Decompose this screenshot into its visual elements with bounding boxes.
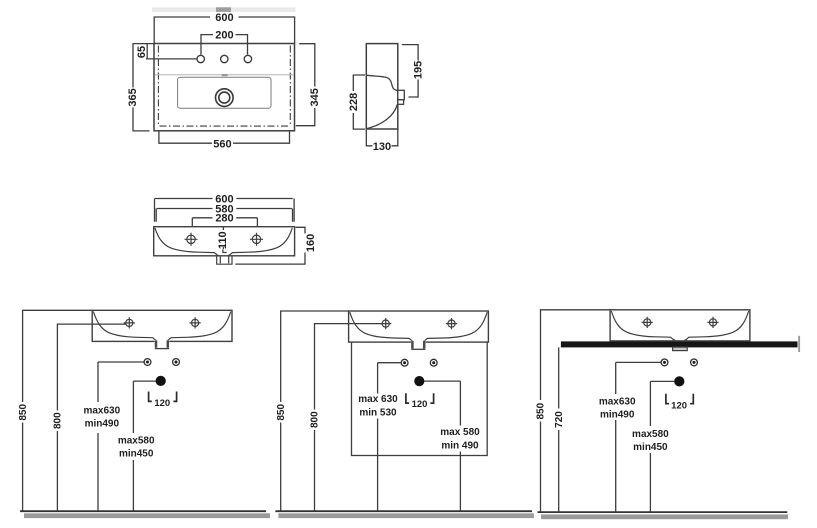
svg-text:max 580: max 580 (440, 427, 480, 438)
svg-text:max630: max630 (83, 405, 120, 416)
svg-text:min450: min450 (633, 442, 668, 453)
svg-text:850: 850 (536, 402, 547, 419)
svg-text:365: 365 (127, 88, 139, 106)
svg-text:max 630: max 630 (358, 394, 398, 405)
svg-text:345: 345 (309, 88, 321, 106)
svg-text:800: 800 (310, 411, 321, 428)
svg-text:200: 200 (215, 30, 233, 42)
svg-text:max580: max580 (118, 435, 155, 446)
svg-text:160: 160 (305, 234, 317, 252)
svg-text:110: 110 (217, 231, 229, 249)
svg-text:600: 600 (215, 193, 233, 205)
svg-text:600: 600 (215, 12, 233, 24)
svg-text:min 530: min 530 (359, 407, 397, 418)
svg-text:580: 580 (215, 203, 233, 215)
svg-text:min490: min490 (600, 409, 635, 420)
svg-text:120: 120 (154, 398, 170, 409)
svg-text:min490: min490 (85, 418, 120, 429)
svg-text:120: 120 (671, 400, 687, 411)
svg-text:850: 850 (276, 404, 287, 421)
svg-text:130: 130 (373, 141, 391, 153)
svg-text:min 490: min 490 (441, 440, 479, 451)
svg-text:720: 720 (554, 411, 565, 428)
svg-text:min450: min450 (119, 448, 154, 459)
svg-text:max580: max580 (632, 429, 669, 440)
svg-text:850: 850 (18, 404, 29, 421)
svg-text:max630: max630 (599, 396, 636, 407)
svg-text:560: 560 (213, 138, 231, 150)
svg-text:280: 280 (215, 213, 233, 225)
svg-text:800: 800 (53, 412, 64, 429)
svg-text:120: 120 (412, 399, 428, 410)
svg-text:228: 228 (348, 93, 360, 111)
svg-text:195: 195 (412, 61, 424, 79)
svg-text:65: 65 (136, 46, 148, 58)
